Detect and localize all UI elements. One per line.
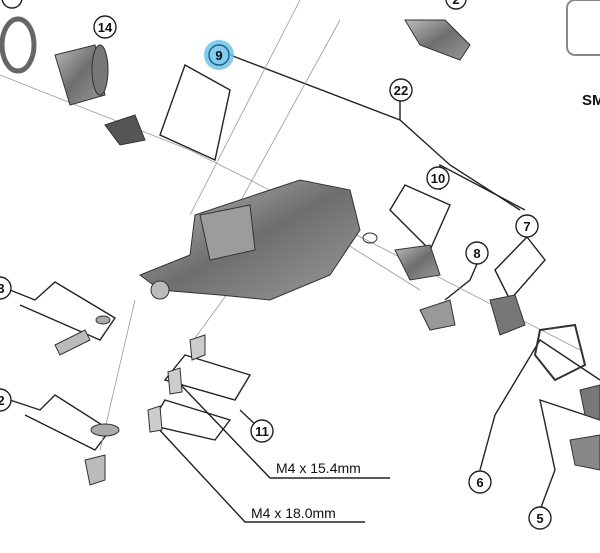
- callout-14[interactable]: 14: [93, 15, 117, 39]
- callout-label: 10: [431, 171, 445, 186]
- ring-part: [0, 16, 37, 74]
- callout-label: 8: [473, 246, 480, 261]
- callout-label: 2: [0, 393, 5, 408]
- pin-part-2: [404, 19, 471, 61]
- bushing-part-7: [489, 294, 526, 336]
- callout-label: 2: [452, 0, 459, 7]
- callout-label: 7: [523, 219, 530, 234]
- inset-box: [566, 0, 600, 56]
- callout-label: 22: [394, 83, 408, 98]
- pin-part-10: [394, 244, 441, 281]
- callouts: 2 14 9 22 10 7 8 3 2 11 6 5: [0, 0, 552, 530]
- parts: [0, 0, 600, 486]
- callout-label: 9: [215, 48, 222, 63]
- spec-m4-18-0: M4 x 18.0mm: [251, 505, 336, 521]
- bolt-part-3: [54, 329, 91, 356]
- seal-part: [533, 323, 587, 382]
- callout-11[interactable]: 11: [250, 419, 274, 443]
- screw-m4-15: [167, 367, 183, 395]
- callout-5[interactable]: 5: [528, 506, 552, 530]
- callout-label: 3: [0, 281, 5, 296]
- edge-text: SM: [582, 92, 600, 109]
- screw-part: [104, 114, 146, 146]
- callout-6[interactable]: 6: [468, 470, 492, 494]
- clip-part-8: [419, 299, 456, 331]
- spec-m4-15-4: M4 x 15.4mm: [276, 460, 361, 476]
- callout-label: 5: [536, 511, 543, 526]
- screw-m4-18: [147, 405, 163, 433]
- bolt-part-2: [84, 454, 106, 486]
- callout-7[interactable]: 7: [515, 214, 539, 238]
- callout-8[interactable]: 8: [465, 241, 489, 265]
- callout-label: 6: [476, 475, 483, 490]
- callout-label: 11: [255, 424, 269, 439]
- callout-2-top[interactable]: 2: [445, 0, 467, 10]
- callout-2-left[interactable]: 2: [0, 388, 12, 412]
- callout-22[interactable]: 22: [389, 78, 413, 102]
- callout-10[interactable]: 10: [426, 166, 450, 190]
- callout-3[interactable]: 3: [0, 276, 12, 300]
- callout-partial-top-left: [1, 0, 23, 9]
- callout-9-highlighted[interactable]: 9: [204, 40, 234, 70]
- callout-label: 14: [98, 20, 113, 35]
- leader-lines: [9, 54, 600, 523]
